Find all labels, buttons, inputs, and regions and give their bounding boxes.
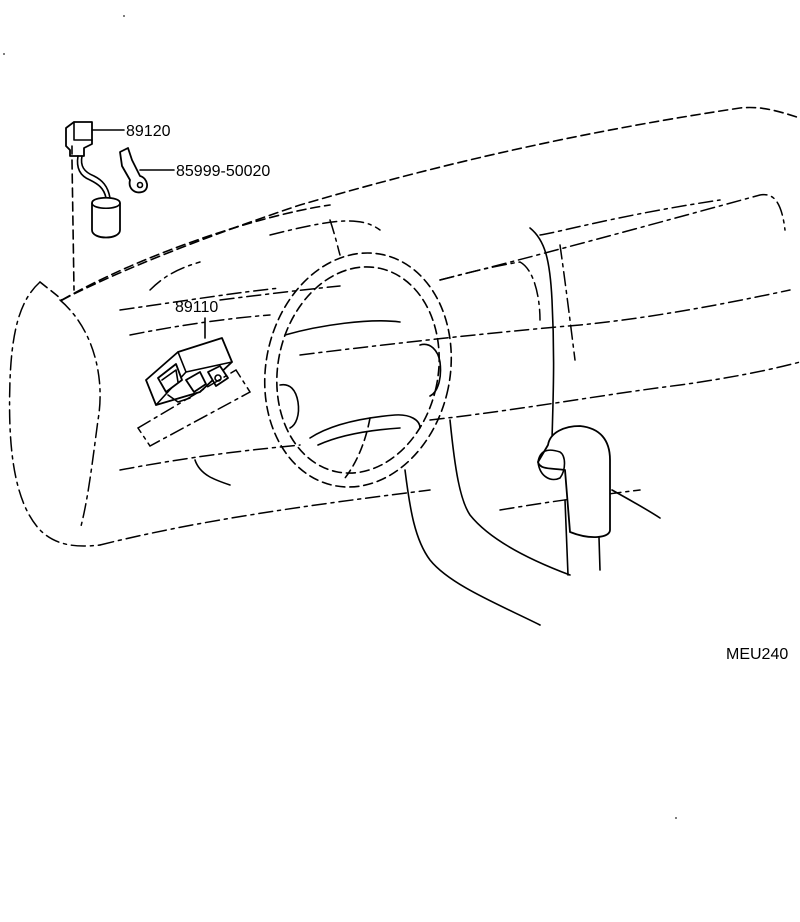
bracket-85999 (119, 147, 175, 194)
module-89110 (136, 317, 252, 447)
sensor-89120 (65, 121, 125, 291)
figure-code: MEU240 (726, 646, 788, 663)
steering-column (194, 227, 601, 626)
label-part-85999-50020: 85999-50020 (176, 163, 270, 180)
label-part-89110: 89110 (175, 299, 218, 316)
steering-wheel (263, 252, 453, 488)
scan-speck (123, 15, 125, 17)
scan-speck (3, 53, 5, 55)
shift-lever (537, 425, 661, 538)
label-part-89120: 89120 (126, 123, 171, 140)
scan-speck (675, 817, 677, 819)
dashboard-outline (8, 106, 800, 547)
